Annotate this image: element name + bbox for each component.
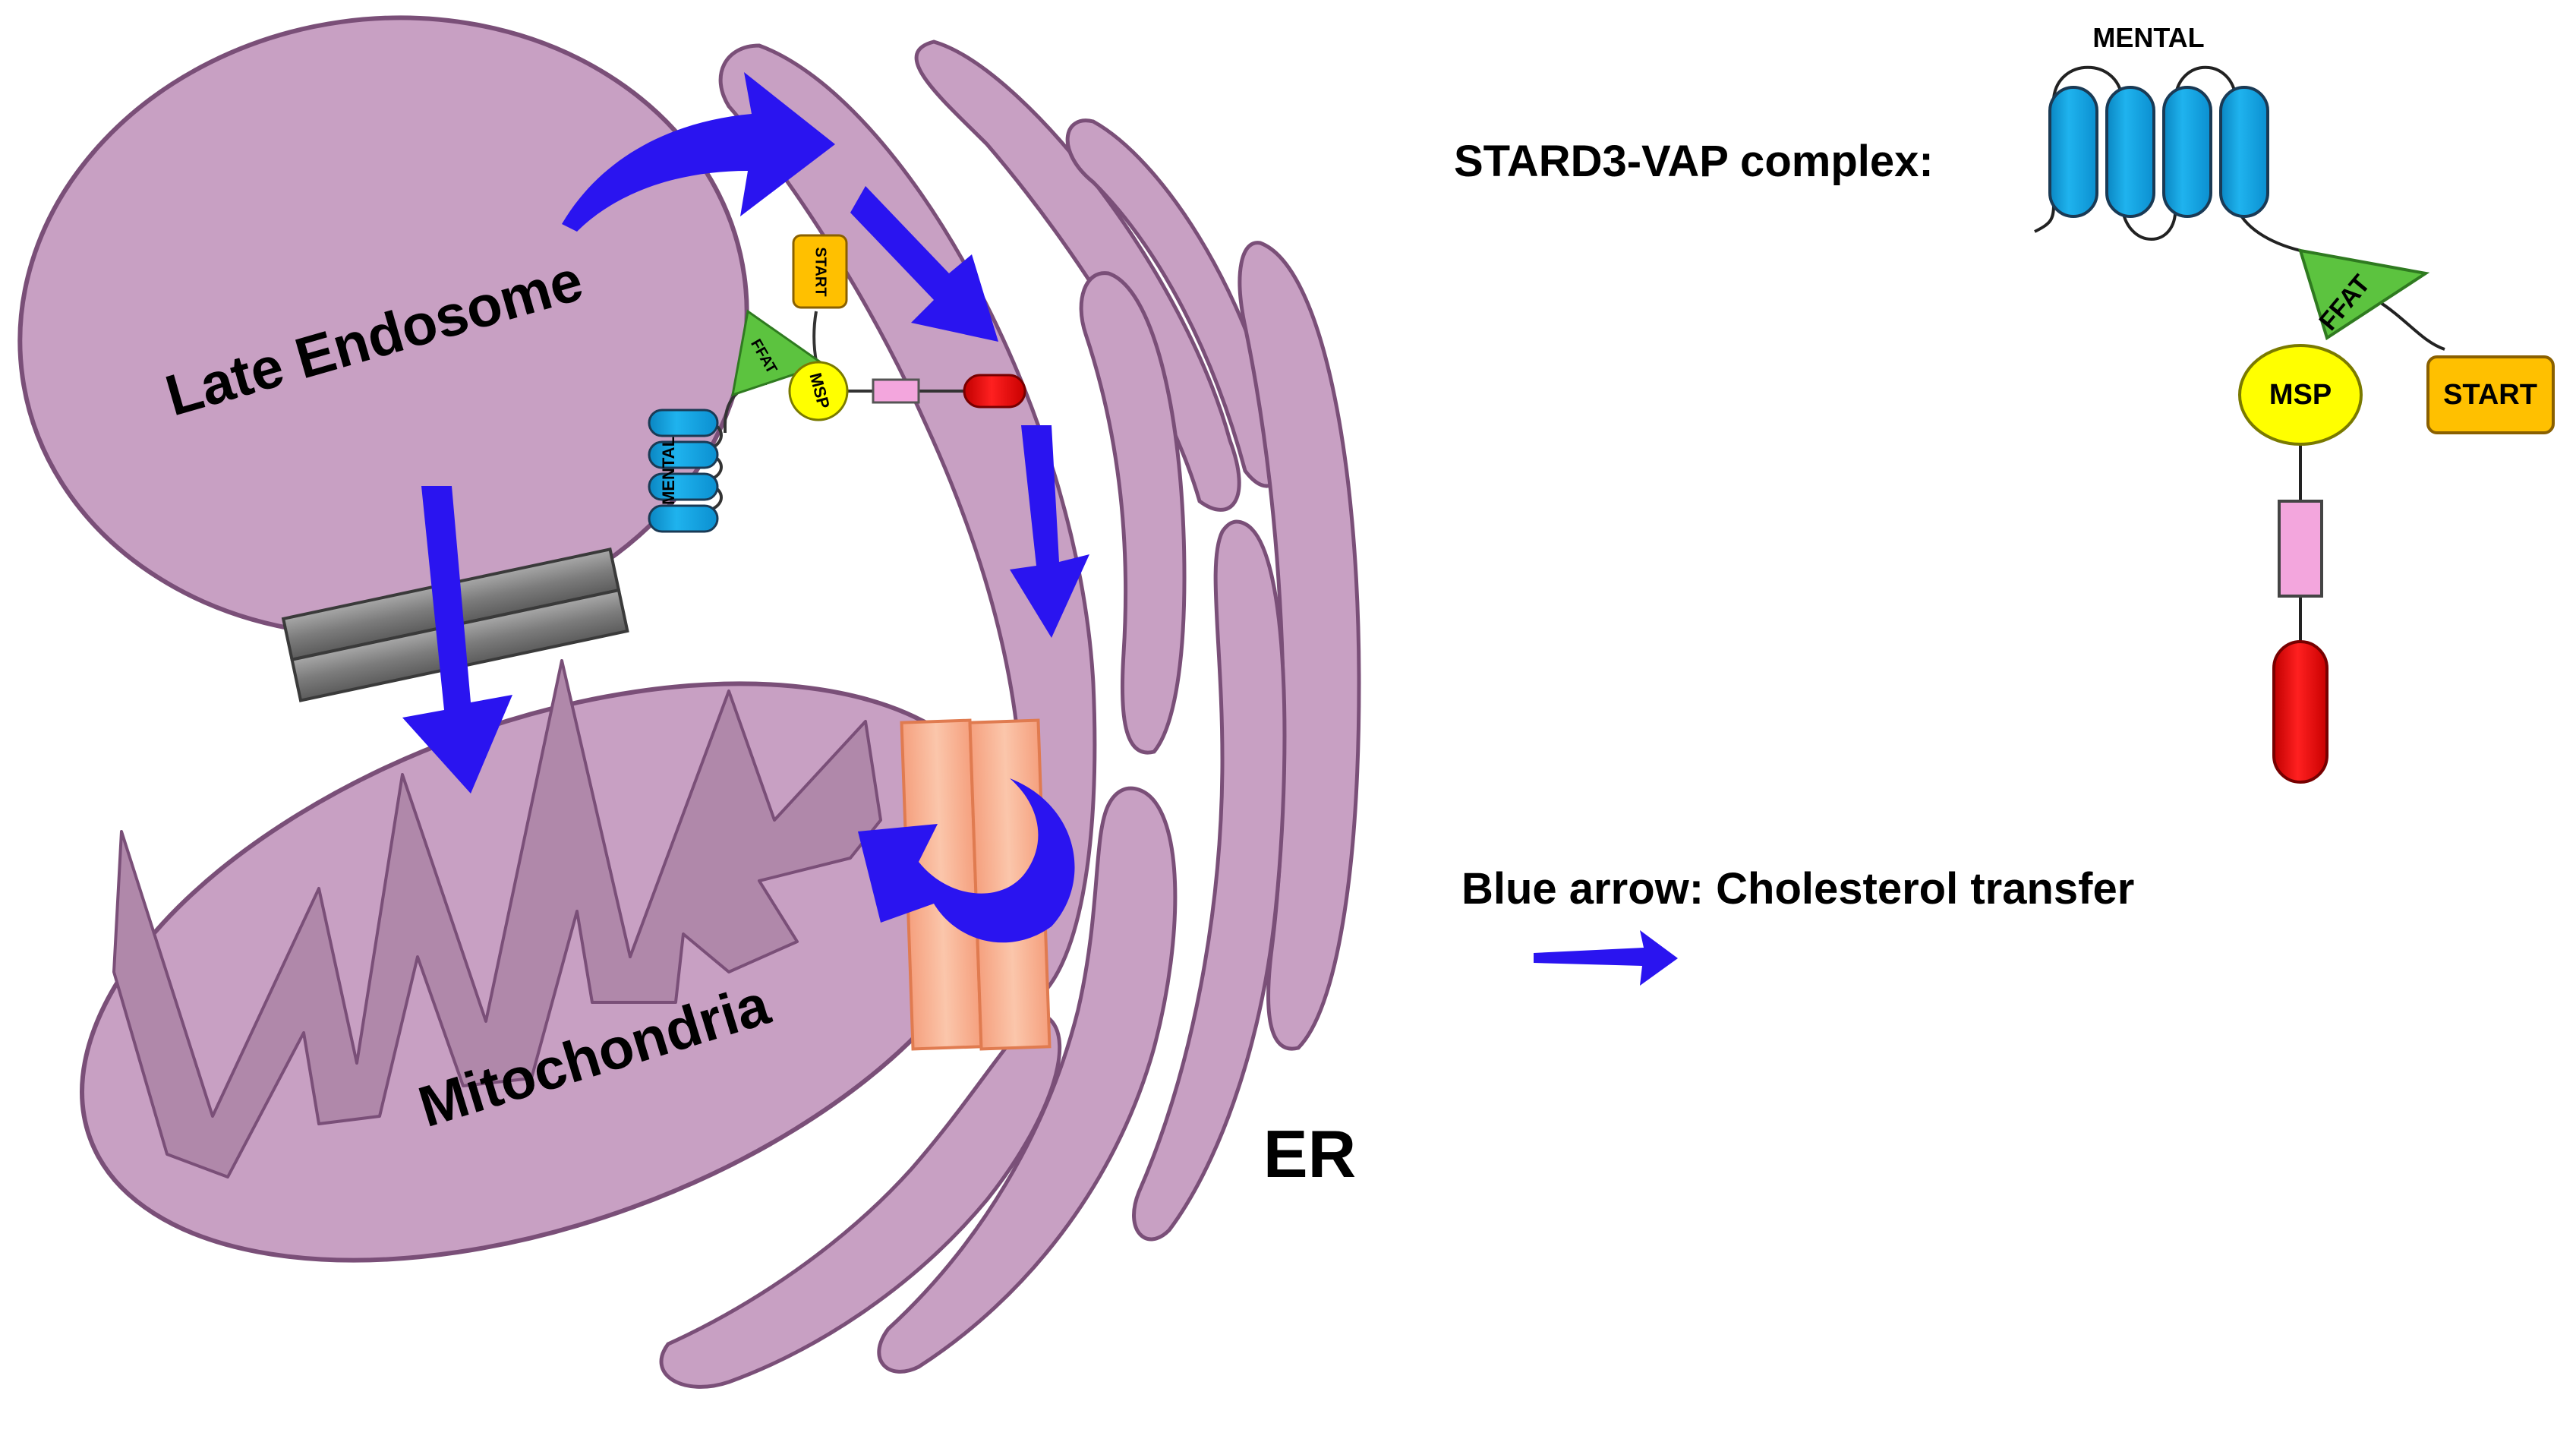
er-cisterna-7	[877, 786, 1178, 1374]
mitochondrion-cristae	[112, 659, 882, 1179]
er-cisterna-8	[659, 1014, 1062, 1389]
er-cisterna-4	[1079, 271, 1187, 755]
stard3-vap-complex: MENTAL FFAT START MSP	[2034, 22, 2555, 784]
complex-mental-label: MENTAL	[2092, 22, 2204, 53]
er-label: ER	[1263, 1116, 1356, 1191]
complex-mental-helix-2	[2105, 86, 2155, 218]
small-ffat-domain	[731, 309, 827, 397]
arrow-er-lumen-1	[850, 186, 998, 342]
arrow-endosome-to-mito	[402, 486, 512, 794]
complex-title: STARD3-VAP complex:	[1454, 137, 1934, 186]
arrow-er-lumen-2	[1010, 425, 1089, 638]
complex-ffat-domain	[2298, 248, 2430, 341]
small-mental-helix-3	[648, 472, 719, 501]
legend-text: Blue arrow: Cholesterol transfer	[1461, 864, 2134, 913]
small-mental-domain: MENTAL	[648, 409, 723, 533]
complex-red-anchor	[2272, 640, 2328, 784]
arrow-endosome-to-er	[562, 72, 835, 232]
complex-tm-segment	[2278, 500, 2323, 598]
small-mental-helix-2	[648, 440, 719, 469]
er-cisterna-3	[1065, 118, 1282, 488]
complex-mental-helix-4	[2219, 86, 2269, 218]
small-tm-segment	[872, 378, 920, 404]
arrow-er-to-mito	[858, 778, 1075, 943]
er-cisterna-6	[1132, 519, 1287, 1242]
stard3-vap-small: MENTAL FFAT START MSP	[648, 234, 1026, 533]
small-start-domain	[792, 234, 848, 309]
small-start-label: START	[812, 247, 829, 296]
complex-mental-loops	[2034, 65, 2301, 252]
transfer-arrows	[402, 72, 1678, 986]
small-mental-helix-4	[648, 504, 719, 533]
small-msp-domain	[788, 361, 849, 421]
complex-start-domain	[2426, 355, 2555, 434]
small-red-anchor	[963, 374, 1026, 409]
legend-arrow	[1534, 930, 1678, 986]
small-linker	[724, 311, 964, 433]
complex-msp-domain	[2238, 344, 2363, 446]
complex-start-label: START	[2443, 379, 2537, 411]
complex-msp-label: MSP	[2269, 379, 2332, 411]
complex-mental-helix-3	[2162, 86, 2212, 218]
small-mental-label: MENTAL	[659, 437, 678, 505]
er-cisterna-5	[1238, 241, 1361, 1051]
small-mental-helix-1	[648, 409, 719, 437]
complex-mental-helix-1	[2048, 86, 2098, 218]
